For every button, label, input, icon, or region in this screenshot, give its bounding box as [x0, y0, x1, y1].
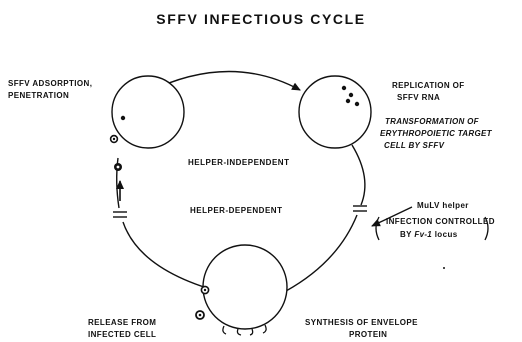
label-transformation-1: TRANSFORMATION OF — [385, 117, 480, 126]
block-bar-left — [113, 212, 127, 217]
virus-particle — [121, 116, 125, 120]
label-helper-mulv: MuLV helper — [417, 201, 469, 210]
cell-synthesis — [203, 245, 287, 329]
label-adsorption-1: SFFV ADSORPTION, — [8, 79, 92, 88]
cell-replication — [299, 76, 371, 148]
helper-bracket-left — [376, 217, 379, 240]
label-helper-locus: BY Fv-1 locus — [400, 230, 458, 239]
label-transformation-3: CELL BY SFFV — [384, 141, 445, 150]
label-transformation-2: ERYTHROPOIETIC TARGET — [380, 129, 493, 138]
block-bar-right — [353, 206, 367, 211]
diagram-title: SFFV INFECTIOUS CYCLE — [156, 11, 365, 27]
cycle-arc-right-lower — [286, 215, 357, 291]
label-replication-1: REPLICATION OF — [392, 81, 465, 90]
label-release-2: INFECTED CELL — [88, 330, 156, 339]
label-helper-infection: INFECTION CONTROLLED — [386, 217, 495, 226]
cell-adsorption — [112, 76, 184, 148]
label-helper-dependent: HELPER-DEPENDENT — [190, 206, 282, 215]
label-release-1: RELEASE FROM — [88, 318, 156, 327]
label-replication-2: SFFV RNA — [397, 93, 440, 102]
label-adsorption-2: PENETRATION — [8, 91, 69, 100]
label-synthesis-1: SYNTHESIS OF ENVELOPE — [305, 318, 418, 327]
cycle-arc-right-upper — [352, 145, 365, 205]
speck — [443, 267, 445, 269]
label-helper-independent: HELPER-INDEPENDENT — [188, 158, 289, 167]
label-synthesis-2: PROTEIN — [349, 330, 387, 339]
